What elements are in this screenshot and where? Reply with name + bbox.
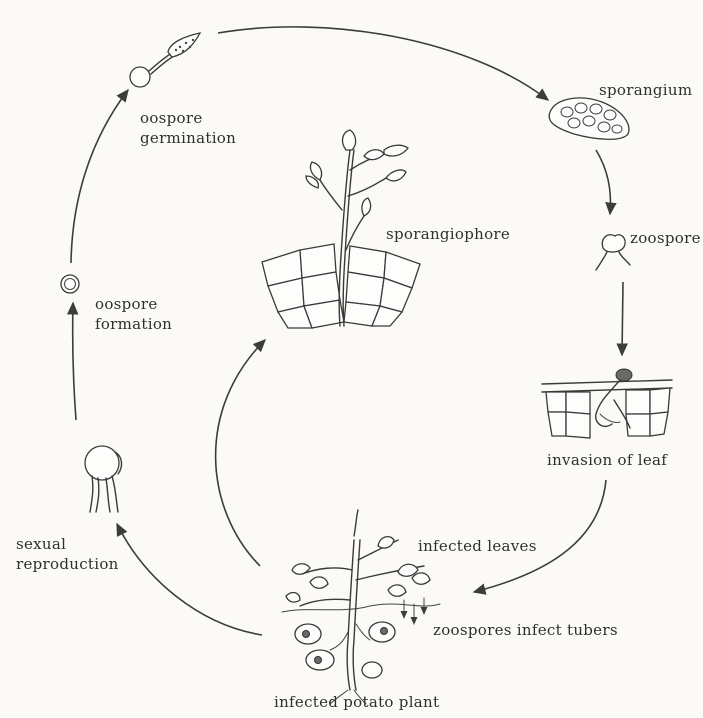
oospore-germination-label: oospore germination [140, 108, 236, 148]
oospore-formation-label-line1: oospore [95, 294, 172, 314]
sexual-reproduction-illustration [85, 446, 122, 512]
invasion-of-leaf-label: invasion of leaf [547, 450, 667, 470]
oospore-formation-label: oospore formation [95, 294, 172, 334]
zoospore-illustration [596, 235, 630, 270]
zoospores-infect-tubers-label: zoospores infect tubers [433, 620, 618, 640]
sporangium-illustration [549, 98, 629, 139]
arrow-plant-to-sporangiophore [216, 340, 265, 566]
sexual-reproduction-label-line2: reproduction [16, 554, 119, 574]
infected-leaves-label: infected leaves [418, 536, 537, 556]
arrow-zoospore-to-leaf [622, 282, 623, 355]
sexual-reproduction-label-line1: sexual [16, 534, 119, 554]
sporangium-label: sporangium [599, 80, 692, 100]
arrow-germination-to-sporangium [218, 27, 548, 100]
arrow-formation-to-germination [71, 90, 128, 263]
oospore-germination-label-line1: oospore [140, 108, 236, 128]
invasion-of-leaf-illustration [542, 369, 672, 438]
infected-potato-plant-illustration [282, 510, 440, 704]
arrow-sexual-to-formation [73, 303, 76, 420]
sporangiophore-label: sporangiophore [386, 224, 510, 244]
oospore-germination-label-line2: germination [140, 128, 236, 148]
infected-potato-plant-label: infected potato plant [274, 692, 439, 712]
oospore-germination-illustration [130, 33, 200, 87]
oospore-formation-illustration [61, 275, 79, 293]
arrow-sporangium-to-zoospore [596, 150, 610, 214]
sexual-reproduction-label: sexual reproduction [16, 534, 119, 574]
oospore-formation-label-line2: formation [95, 314, 172, 334]
zoospore-label: zoospore [630, 228, 701, 248]
